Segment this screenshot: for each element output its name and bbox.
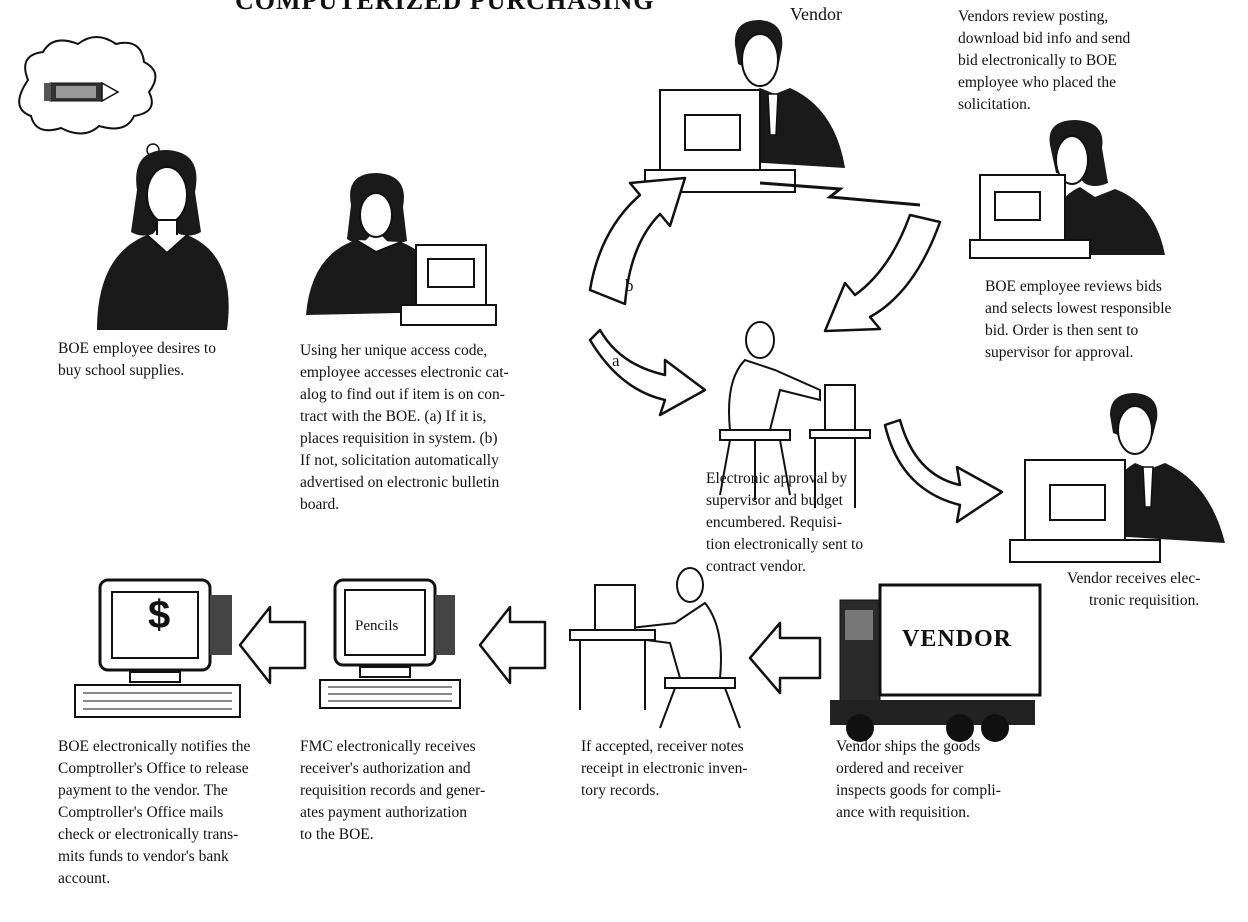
arrow-a	[588, 328, 707, 417]
arrow-left-1	[748, 621, 822, 695]
arrow-label-a: a	[612, 351, 620, 370]
receiver-figure	[569, 567, 741, 729]
network-connection	[759, 181, 921, 207]
arrow-b	[588, 176, 687, 306]
computer-icon	[969, 174, 1091, 259]
step-catalog-text: Using her unique access code,employee ac…	[300, 342, 509, 513]
computer-icon	[644, 89, 796, 193]
boe-reviewer-figure	[969, 120, 1165, 259]
computer-icon	[400, 244, 497, 326]
step-vendor-receives-text: Vendor receives elec-tronic requisition.	[1067, 570, 1201, 609]
catalog-employee-figure	[306, 173, 497, 326]
screen-label-dollar: $	[148, 593, 171, 637]
boe-employee-figure	[97, 150, 229, 330]
vendor-receiver-figure	[1009, 393, 1225, 563]
comptroller-computer	[74, 578, 241, 718]
arrow-down-left	[823, 213, 942, 333]
fmc-computer	[319, 578, 461, 709]
step-vendors-review-text: Vendors review posting,download bid info…	[958, 8, 1131, 113]
arrow-left-3	[238, 605, 307, 685]
truck-label: VENDOR	[902, 626, 1013, 652]
arrow-left-2	[478, 605, 547, 685]
computer-icon	[1009, 459, 1161, 563]
screen-label-pencils: Pencils	[355, 618, 399, 634]
arrow-label-b: b	[625, 276, 634, 295]
supervisor-figure	[719, 321, 871, 508]
vendor-truck	[830, 583, 1042, 742]
vendor-label: Vendor	[790, 4, 842, 24]
arrow-down-right	[883, 418, 1004, 524]
pencil-icon	[44, 81, 120, 103]
diagram-title: COMPUTERIZED PURCHASING	[235, 0, 655, 15]
vendor-top-figure	[644, 20, 845, 193]
thought-cloud	[18, 36, 170, 165]
